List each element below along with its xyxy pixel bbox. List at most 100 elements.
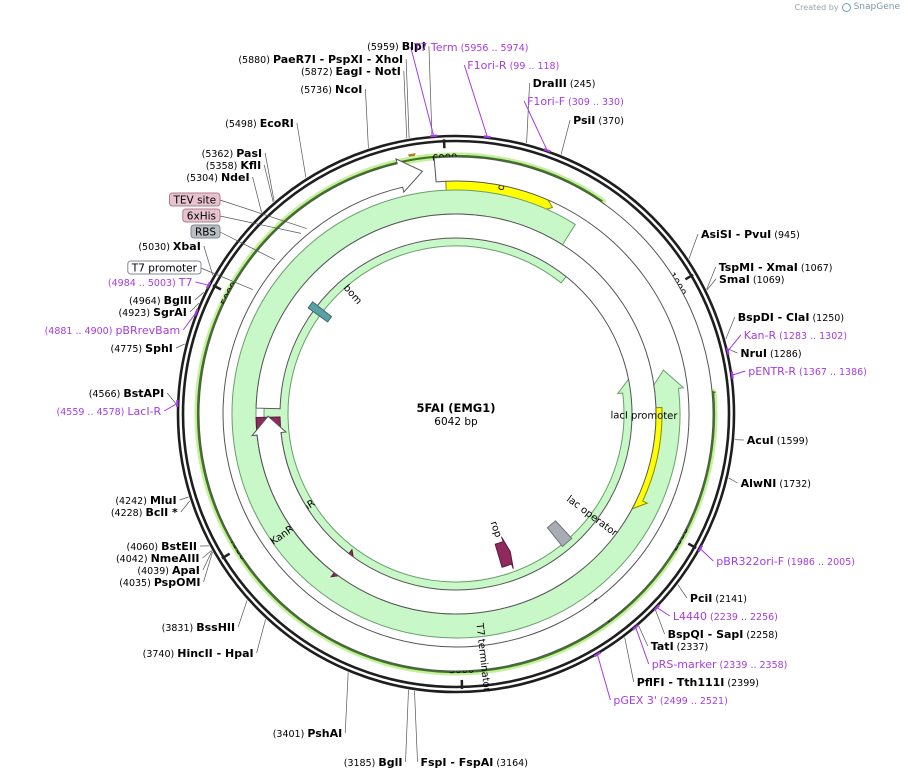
primer-mark [632, 624, 640, 631]
primer-leader [635, 627, 650, 665]
feature-tag-label: RBS [195, 227, 216, 239]
feature-tag-box [127, 260, 202, 275]
site-leader [166, 392, 177, 405]
site-leader [403, 70, 408, 139]
site-nmeaiii: (4042) NmeAIII [116, 552, 200, 565]
site-leader [414, 690, 418, 763]
site-ncoi: (5736) NcoI [300, 83, 362, 96]
primer-f1ori-f: F1ori-F (309 .. 330) [527, 95, 624, 108]
feature-label: rop [488, 520, 504, 539]
site-leader [677, 584, 688, 599]
site-bspdi: BspDI - ClaI (1250) [738, 311, 844, 324]
site-sphi: (4775) SphI [111, 342, 173, 355]
primer-mark [543, 148, 551, 153]
tick-mark [212, 284, 222, 291]
site-label: (5872) EagI - NotI [301, 65, 401, 78]
site-leader [728, 348, 738, 354]
site-pspomi: (4035) PspOMI [119, 576, 200, 589]
site-leader [189, 302, 200, 313]
site-leader [203, 245, 214, 276]
primer-leader [463, 64, 488, 137]
site-label: (5880) PaeR7I - PspXI - XhoI [238, 53, 403, 66]
site-leader [725, 316, 736, 340]
primer-mark [593, 651, 601, 658]
site-leader [655, 610, 665, 635]
site-leader [706, 278, 717, 291]
plasmid-backbone [176, 134, 736, 694]
feature-tag-t7-promoter: T7 promoter [127, 260, 202, 275]
site-ecori: (5498) EcoRI [225, 117, 294, 130]
primer-leader [656, 607, 671, 617]
site-label: (5498) EcoRI [225, 117, 294, 130]
site-pshai: (3401) PshAI [273, 727, 342, 740]
feature-tag-tev-site: TEV site [169, 192, 221, 207]
site-xbai: (5030) XbaI [138, 240, 200, 253]
site-bgli: (3185) BglI [344, 756, 403, 769]
primer-mark [730, 371, 734, 379]
site-pasi: (5362) PasI [202, 147, 262, 160]
feature-tag-box [169, 192, 221, 207]
site-mlui: (4242) MluI [115, 494, 176, 507]
site-label: BspDI - ClaI (1250) [738, 311, 844, 324]
site-leader [706, 266, 717, 290]
site-label: AcuI (1599) [747, 434, 809, 447]
feature-arcs: f1 oriKanRKanRorilacIropbomlacI promoter… [198, 156, 714, 693]
site-pflfi: PflFI - Tth111I (2399) [637, 676, 759, 689]
site-label: PflFI - Tth111I (2399) [637, 676, 759, 689]
site-label: (4035) PspOMI [119, 576, 200, 589]
site-label: (4060) BstEII [127, 540, 198, 553]
site-label: (5736) NcoI [300, 83, 362, 96]
site-label: TspMI - XmaI (1067) [719, 261, 833, 274]
site-label: (3831) BssHII [162, 621, 235, 634]
primer-mark [193, 308, 199, 317]
site-alwni: AlwNI (1732) [741, 477, 811, 490]
site-leader [264, 152, 275, 202]
site-label: (3740) HincII - HpaI [143, 647, 254, 660]
feature-tag-6xhis: 6xHis [182, 208, 221, 223]
center-label: 5FAI (EMG1) 6042 bp [417, 401, 496, 428]
feature-label: lacI promoter [610, 410, 678, 422]
site-leader [175, 343, 186, 349]
feature-tag-rbs: RBS [190, 224, 221, 239]
primer-leader [182, 312, 197, 331]
site-leader [344, 672, 349, 734]
primer-mark [697, 545, 703, 553]
feature-tag-box [190, 224, 221, 239]
primer-mark [653, 604, 661, 611]
site-label: (4964) BglII [129, 294, 192, 307]
feature-tag-box [182, 208, 221, 223]
site-label: (5362) PasI [202, 147, 262, 160]
primer-laci-r: (4559 .. 4578) LacI-R [57, 405, 162, 418]
site-bsshii: (3831) BssHII [162, 621, 235, 634]
feature-tag-leader [219, 231, 275, 261]
primer-pbr322ori-f: pBR322ori-F (1986 .. 2005) [716, 555, 855, 568]
orf-arc [196, 154, 716, 674]
snapgene-credit: Created by SnapGene [795, 2, 900, 12]
feature-rop [494, 536, 514, 569]
site-label: PsiI (370) [573, 114, 624, 127]
site-label: BspQI - SapI (2258) [668, 628, 778, 641]
site-leader [179, 496, 189, 501]
site-psii: PsiI (370) [573, 114, 624, 127]
site-tati: TatI (2337) [651, 640, 708, 653]
primer-pbrrevbam: (4881 .. 4900) pBRrevBam [45, 324, 181, 337]
site-bglii: (4964) BglII [129, 294, 192, 307]
site-draiii: DraIII (245) [533, 77, 596, 90]
site-leader [405, 689, 409, 763]
primer-leader [732, 370, 746, 376]
site-leader [180, 500, 191, 513]
snapgene-logo-icon [841, 2, 851, 12]
credit-text: Created by [794, 2, 839, 12]
site-label: (3401) PshAI [273, 727, 342, 740]
leader-lines [163, 45, 746, 763]
site-label: (4228) BclI * [111, 506, 178, 519]
site-bsteii: (4060) BstEII [127, 540, 198, 553]
site-label: (3185) BglI [344, 756, 403, 769]
feature-tag-leader [200, 267, 254, 291]
primer-label: pGEX 3' (2499 .. 2521) [613, 694, 727, 707]
site-nrui: NruI (1286) [740, 347, 801, 360]
site-labels: (5959) BlpI(5880) PaeR7I - PspXI - XhoI(… [45, 40, 867, 769]
feature-laci-promoter [250, 213, 657, 615]
tick-mark [221, 552, 231, 560]
tick-mark [684, 273, 694, 281]
